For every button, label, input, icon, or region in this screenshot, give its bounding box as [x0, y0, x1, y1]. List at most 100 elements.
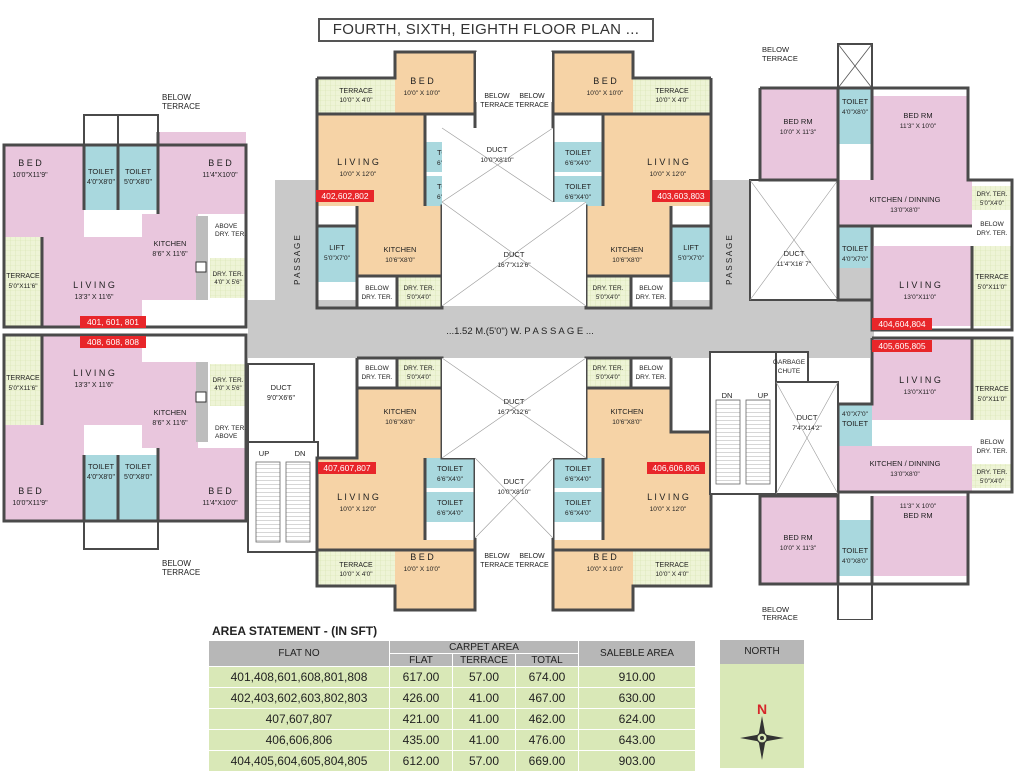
bedroom	[760, 88, 838, 180]
toilet	[838, 404, 872, 446]
room-label: L I V I N G	[647, 157, 689, 167]
room-label: BELOW	[365, 285, 389, 292]
svg-text:UP: UP	[259, 449, 269, 458]
north-panel: NORTH N	[720, 640, 804, 768]
room-label: TERRACE	[6, 273, 40, 280]
room-label: TERRACE	[339, 88, 373, 95]
svg-text:L I V I N G: L I V I N G	[899, 375, 941, 385]
room-dimension: 10'0" X 12'0"	[340, 171, 377, 178]
toilet	[118, 455, 158, 521]
left-passage-label: P A S S A G E	[293, 235, 302, 285]
terrace	[317, 78, 395, 114]
cell-flat-no: 402,403,602,603,802,803	[208, 687, 390, 709]
cell-flat: 421.00	[389, 708, 453, 730]
svg-text:B E D: B E D	[410, 552, 434, 562]
dry-terrace	[397, 358, 442, 388]
below-dry-terrace	[972, 212, 1012, 244]
svg-text:DRY. TER.: DRY. TER.	[635, 374, 666, 381]
svg-text:TERRACE: TERRACE	[480, 562, 514, 569]
staircase-right: DN UP	[709, 351, 777, 495]
below-dry-terrace	[631, 358, 671, 388]
svg-text:TERRACE: TERRACE	[339, 562, 373, 569]
room-dimension: 11'4"X10'0"	[202, 172, 238, 179]
room-label: TOILET	[565, 182, 592, 191]
flat-tag-406: 406,606,806	[647, 462, 705, 474]
flat-tag-403: 403,603,803	[652, 190, 710, 202]
toilet	[838, 88, 872, 144]
svg-text:DN: DN	[722, 391, 733, 400]
cell-saleble: 630.00	[578, 687, 696, 709]
toilet	[838, 226, 872, 268]
svg-text:BELOW: BELOW	[980, 221, 1004, 228]
svg-text:11'3" X 10'0": 11'3" X 10'0"	[900, 503, 937, 510]
svg-text:DRY. TER.: DRY. TER.	[592, 365, 623, 372]
cell-flat-no: 404,405,604,605,804,805	[208, 750, 390, 772]
svg-text:4'0"X8'0": 4'0"X8'0"	[842, 109, 869, 116]
kitchen	[586, 206, 671, 276]
room-dimension: 13'3" X 11'6"	[74, 294, 114, 301]
dry-terrace	[586, 276, 631, 308]
room-dimension: 5'0"X4'0"	[596, 295, 620, 301]
svg-text:10'6"X8'0": 10'6"X8'0"	[612, 419, 642, 426]
room-dimension: 4'0"X8'0"	[87, 179, 115, 186]
flat-405	[760, 338, 1012, 620]
cell-terrace: 41.00	[452, 729, 516, 751]
kitchen-dinning	[838, 180, 972, 226]
flat-407	[317, 358, 475, 610]
flat-tag-401: 401, 601, 801	[80, 316, 146, 328]
flat-403	[553, 52, 711, 308]
svg-text:5'0"X4'0": 5'0"X4'0"	[407, 375, 431, 381]
header-terrace: TERRACE	[452, 653, 516, 667]
room-label: L I V I N G	[73, 368, 115, 378]
kitchen-dinning	[838, 446, 972, 492]
cell-flat-no: 406,606,806	[208, 729, 390, 751]
cell-flat-no: 407,607,807	[208, 708, 390, 730]
svg-text:KITCHEN / DINNING: KITCHEN / DINNING	[870, 195, 941, 204]
toilet	[553, 176, 603, 206]
area-statement-table: FLAT NO CARPET AREA SALEBLE AREA FLAT TE…	[208, 640, 696, 772]
bedroom	[395, 540, 475, 610]
svg-text:10'0" X 10'0": 10'0" X 10'0"	[587, 566, 624, 573]
room-label: B E D	[410, 76, 434, 86]
svg-text:BELOW: BELOW	[365, 365, 389, 372]
room-label: KITCHEN	[154, 408, 187, 417]
below-dry-terrace	[631, 276, 671, 308]
bedroom	[4, 425, 84, 521]
svg-text:4'0"X8'0": 4'0"X8'0"	[842, 558, 869, 565]
header-north: NORTH	[720, 640, 804, 664]
below-dry-terrace	[357, 276, 397, 308]
bedroom	[553, 540, 633, 610]
living-room	[872, 246, 972, 326]
room-label: DRY. TER.	[212, 377, 243, 384]
right-wing-walls	[758, 86, 1014, 586]
cell-flat: 617.00	[389, 666, 453, 688]
cell-terrace: 57.00	[452, 666, 516, 688]
svg-text:5'0"X4'0": 5'0"X4'0"	[980, 201, 1004, 207]
bedroom	[4, 145, 84, 237]
living-room	[42, 237, 142, 327]
svg-text:16'7"X12'6": 16'7"X12'6"	[497, 409, 531, 416]
flat-tag-402: 402,602,802	[316, 190, 374, 202]
header-flat-no: FLAT NO	[208, 640, 390, 667]
below-terrace-label: TERRACE	[162, 568, 200, 577]
toilet	[553, 458, 603, 488]
svg-text:TOILET: TOILET	[842, 244, 869, 253]
room-label: TOILET	[125, 167, 152, 176]
bedroom	[395, 52, 475, 114]
svg-text:DRY. TER.: DRY. TER.	[976, 230, 1007, 237]
toilet	[425, 492, 475, 522]
room-dimension: 10'0"X11'9"	[12, 500, 48, 507]
svg-text:10'0" X 11'3": 10'0" X 11'3"	[780, 129, 817, 136]
main-passage-label: ...1.52 M.(5'0") W. P A S S A G E ...	[446, 326, 594, 337]
terrace	[633, 550, 711, 586]
dry-terrace	[972, 186, 1012, 210]
room-dimension: 8'6" X 11'6"	[152, 251, 188, 258]
svg-text:BELOW: BELOW	[762, 605, 790, 614]
table-row: 407,607,807 421.00 41.00 462.00 624.00	[208, 708, 696, 730]
svg-text:UP: UP	[758, 391, 768, 400]
room-label: DRY. TER.	[592, 285, 623, 292]
svg-text:BELOW: BELOW	[980, 439, 1004, 446]
room-label: TERRACE	[6, 375, 40, 382]
svg-text:BELOW: BELOW	[484, 93, 510, 100]
page-title: FOURTH, SIXTH, EIGHTH FLOOR PLAN ...	[318, 18, 654, 42]
